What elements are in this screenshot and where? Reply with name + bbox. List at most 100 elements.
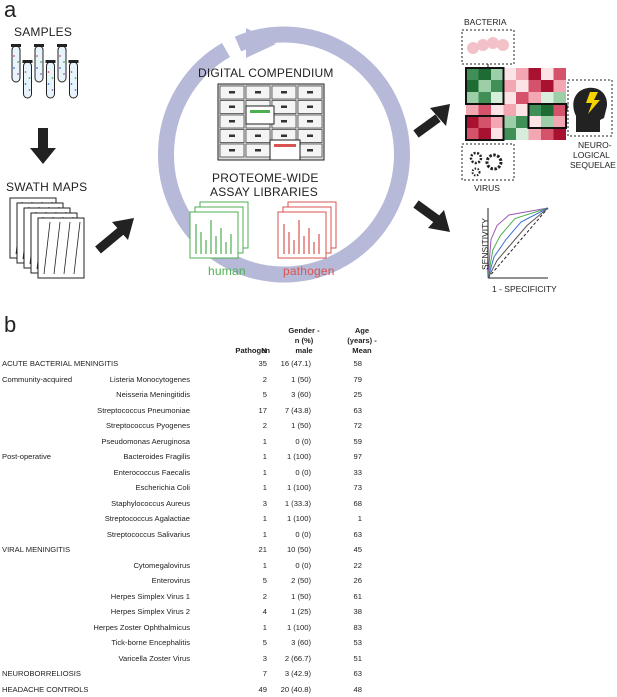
row-age: 33 (354, 468, 362, 477)
row-n: 1 (263, 452, 267, 461)
row-age: 1 (358, 514, 362, 523)
row-pathogen: Bacteroides Fragilis (123, 452, 190, 461)
row-gender: 3 (60) (291, 638, 311, 647)
row-gender: 3 (60) (291, 390, 311, 399)
row-gender: 10 (50) (287, 545, 311, 554)
row-age: 63 (354, 406, 362, 415)
row-gender: 1 (33.3) (285, 499, 311, 508)
row-n: 21 (259, 545, 267, 554)
row-age: 63 (354, 530, 362, 539)
arrow-to-compendium-icon (98, 218, 134, 250)
row-n: 3 (263, 654, 267, 663)
pathogen-label: pathogen (283, 264, 335, 278)
table-header: Pathogen N Gender - n (%) male Age (year… (0, 322, 400, 356)
row-age: 53 (354, 638, 362, 647)
row-gender: 1 (100) (287, 452, 311, 461)
row-age: 26 (354, 576, 362, 585)
row-pathogen: Herpes Simplex Virus 2 (111, 607, 190, 616)
row-age: 83 (354, 623, 362, 632)
neuro-label-3: SEQUELAE (570, 160, 616, 170)
row-pathogen: Neisseria Meningitidis (116, 390, 190, 399)
row-pathogen: Pseudomonas Aeruginosa (101, 437, 190, 446)
row-age: 61 (354, 592, 362, 601)
sample-tubes-icon (11, 44, 79, 98)
header-age-3: Mean (340, 346, 384, 356)
row-pathogen: Streptococcus Pyogenes (106, 421, 190, 430)
row-group: HEADACHE CONTROLS (2, 685, 89, 694)
neuro-label-1: NEURO- (578, 140, 612, 150)
row-pathogen: Escherichia Coli (136, 483, 190, 492)
row-gender: 0 (0) (295, 437, 311, 446)
sensitivity-label: SENSITIVITY (480, 218, 490, 270)
row-age: 22 (354, 561, 362, 570)
header-age-1: Age (340, 326, 384, 336)
row-group: ACUTE BACTERIAL MENINGITIS (2, 359, 118, 368)
row-pathogen: Enterovirus (152, 576, 190, 585)
heatmap-icon (466, 68, 568, 140)
roc-curve-icon (488, 208, 548, 278)
row-n: 2 (263, 592, 267, 601)
arrow-to-roc-icon (416, 204, 450, 232)
row-gender: 20 (40.8) (281, 685, 311, 694)
row-n: 1 (263, 623, 267, 632)
row-n: 5 (263, 576, 267, 585)
row-gender: 0 (0) (295, 561, 311, 570)
row-n: 3 (263, 499, 267, 508)
virus-icon (462, 144, 514, 180)
header-age-2: (years) - (340, 336, 384, 346)
row-gender: 0 (0) (295, 530, 311, 539)
swath-maps-label: SWATH MAPS (6, 180, 87, 194)
row-pathogen: Streptococcus Salivarius (107, 530, 190, 539)
row-pathogen: Herpes Zoster Ophthalmicus (93, 623, 190, 632)
pathogen-library-icon (278, 202, 336, 258)
compendium-cabinet-icon (218, 84, 324, 160)
row-age: 59 (354, 437, 362, 446)
row-n: 1 (263, 437, 267, 446)
header-n: N (258, 346, 270, 356)
row-n: 2 (263, 421, 267, 430)
row-gender: 2 (66.7) (285, 654, 311, 663)
table-row: Staphylococcus Aureus 3 1 (33.3) 68 (0, 496, 400, 512)
row-age: 97 (354, 452, 362, 461)
row-gender: 1 (25) (291, 607, 311, 616)
human-label: human (208, 264, 246, 278)
row-age: 25 (354, 390, 362, 399)
row-age: 45 (354, 545, 362, 554)
header-gender-2: n (%) (282, 336, 326, 346)
row-gender: 1 (100) (287, 514, 311, 523)
down-arrow-icon (30, 128, 56, 164)
bacteria-label: BACTERIA (464, 17, 507, 27)
row-age: 68 (354, 499, 362, 508)
header-gender-1: Gender - (282, 326, 326, 336)
header-gender-3: male (282, 346, 326, 356)
digital-compendium-label: DIGITAL COMPENDIUM (198, 66, 334, 80)
row-n: 4 (263, 607, 267, 616)
row-n: 1 (263, 483, 267, 492)
row-pathogen: Streptococcus Agalactiae (105, 514, 190, 523)
row-n: 1 (263, 561, 267, 570)
row-n: 2 (263, 375, 267, 384)
row-pathogen: Varicella Zoster Virus (119, 654, 190, 663)
bacteria-icon (462, 30, 514, 68)
row-pathogen: Cytomegalovirus (133, 561, 190, 570)
row-age: 73 (354, 483, 362, 492)
specificity-label: 1 - SPECIFICITY (492, 284, 557, 294)
row-n: 1 (263, 530, 267, 539)
row-age: 79 (354, 375, 362, 384)
row-n: 17 (259, 406, 267, 415)
row-age: 38 (354, 607, 362, 616)
row-pathogen: Staphylococcus Aureus (111, 499, 190, 508)
virus-label: VIRUS (474, 183, 500, 193)
human-library-icon (190, 202, 248, 258)
row-age: 72 (354, 421, 362, 430)
